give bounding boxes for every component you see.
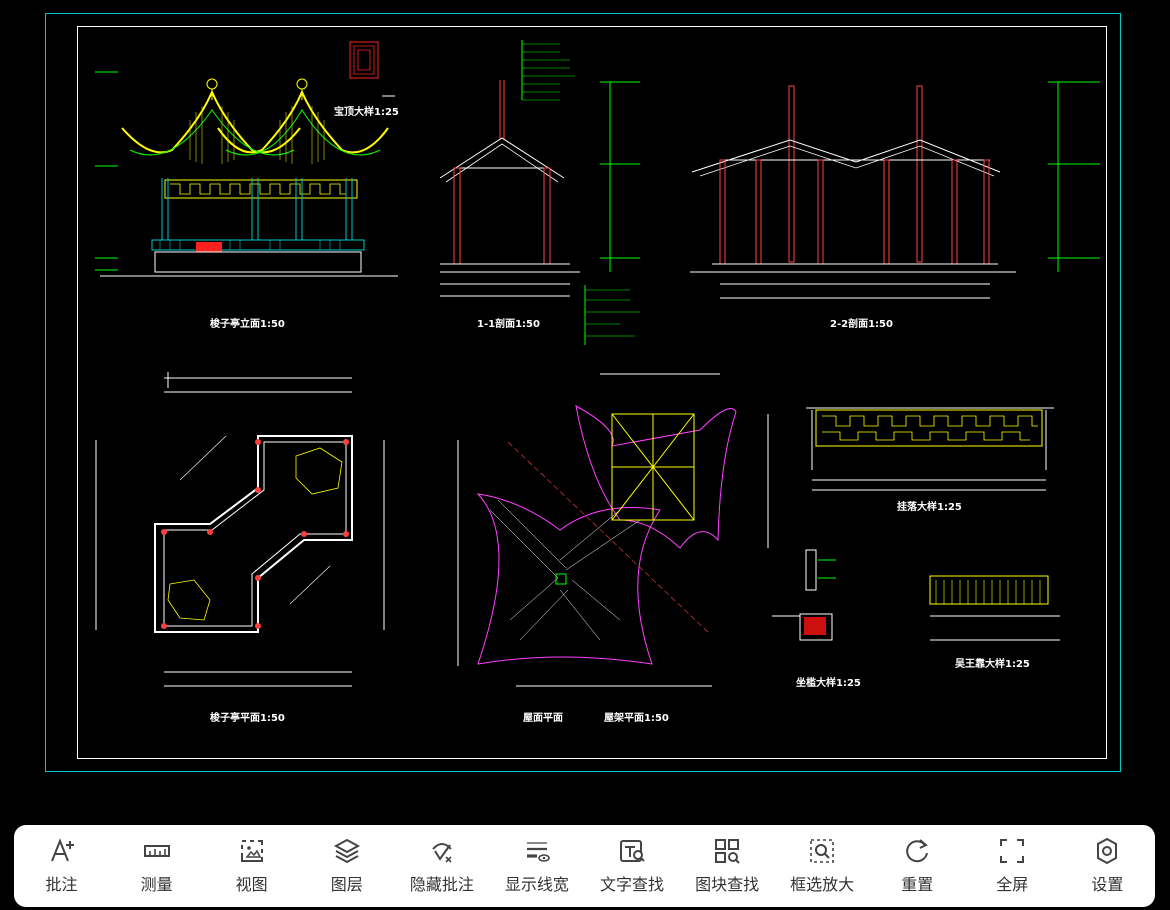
view-button[interactable]: 视图	[208, 825, 296, 907]
reset-icon	[906, 839, 929, 863]
finial-detail-drawing	[349, 41, 395, 97]
hide-annotations-button[interactable]: 隐藏批注	[398, 825, 486, 907]
pavilion-plan-drawing	[95, 372, 385, 687]
lineweight-icon	[526, 842, 550, 862]
layers-icon	[333, 838, 360, 864]
ruler-icon	[143, 845, 170, 857]
reset-button[interactable]: 重置	[873, 825, 961, 907]
label-section-1-1: 1-1剖面1:50	[477, 319, 540, 330]
block-search-label: 图块查找	[695, 875, 760, 894]
label-finial-detail: 宝顶大样1:25	[334, 107, 399, 118]
hide-annotation-icon	[432, 843, 452, 863]
block-search-button[interactable]: 图块查找	[683, 825, 771, 907]
hide-annotations-label: 隐藏批注	[409, 875, 474, 894]
section-2-2-drawing	[690, 81, 1100, 299]
settings-button[interactable]: 设置	[1063, 825, 1151, 907]
label-plan: 梭子亭平面1:50	[210, 713, 285, 724]
measure-button[interactable]: 测量	[113, 825, 201, 907]
annotate-label: 批注	[45, 875, 78, 894]
cad-drawing	[45, 13, 1121, 772]
view-label: 视图	[235, 875, 268, 894]
zoom-window-button[interactable]: 框选放大	[778, 825, 866, 907]
annotate-icon	[50, 838, 74, 862]
layers-label: 图层	[330, 875, 363, 894]
label-hanging-fascia-detail: 挂落大样1:25	[897, 502, 962, 513]
text-search-label: 文字查找	[599, 875, 664, 894]
label-seat-detail: 坐槛大样1:25	[796, 678, 861, 689]
zoom-window-label: 框选放大	[790, 875, 855, 894]
label-roof-frame: 屋架平面1:50	[604, 713, 669, 724]
roof-plan-drawing	[457, 373, 769, 687]
settings-label: 设置	[1091, 875, 1124, 894]
layers-button[interactable]: 图层	[303, 825, 391, 907]
show-lineweight-button[interactable]: 显示线宽	[493, 825, 581, 907]
show-lineweight-label: 显示线宽	[504, 875, 569, 894]
view-icon	[240, 840, 263, 862]
label-elevation: 梭子亭立面1:50	[210, 319, 285, 330]
text-search-button[interactable]: 文字查找	[588, 825, 676, 907]
fullscreen-icon	[1000, 839, 1025, 863]
reset-label: 重置	[901, 875, 934, 894]
label-section-2-2: 2-2剖面1:50	[830, 319, 893, 330]
seat-detail-drawing	[772, 549, 836, 641]
annotate-button[interactable]: 批注	[18, 825, 106, 907]
hanging-fascia-detail-drawing	[806, 407, 1054, 491]
label-roof-plan: 屋面平面	[523, 713, 563, 724]
zoom-window-icon	[810, 839, 834, 863]
railing-detail-drawing	[929, 575, 1060, 641]
fullscreen-label: 全屏	[996, 875, 1029, 894]
text-search-icon	[620, 840, 645, 862]
block-search-icon	[715, 839, 740, 864]
label-railing-detail: 吴王靠大样1:25	[955, 659, 1030, 670]
section-1-1-drawing	[439, 40, 640, 345]
pavilion-elevation-drawing	[95, 71, 398, 277]
gear-icon	[1097, 837, 1118, 865]
measure-label: 测量	[140, 875, 173, 894]
bottom-toolbar: 批注 测量 视图 图层 隐藏批注 显示线宽 文字查找 图块查找 框选放大 重置 …	[14, 825, 1155, 907]
cad-drawing-canvas[interactable]: 梭子亭立面1:50 1-1剖面1:50 2-2剖面1:50 宝顶大样1:25 梭…	[0, 0, 1170, 820]
fullscreen-button[interactable]: 全屏	[968, 825, 1056, 907]
